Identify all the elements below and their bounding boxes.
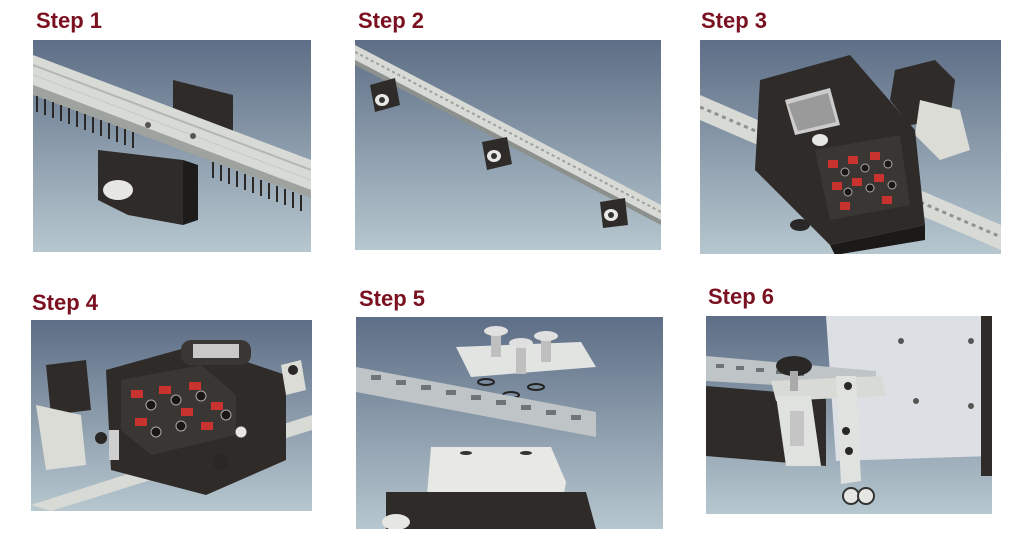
step-3-title: Step 3 [701, 8, 768, 33]
control-panel [121, 365, 236, 455]
rail [33, 55, 311, 190]
step-2-title: Step 2 [358, 8, 425, 33]
step-5-image [356, 317, 663, 529]
side-plate [826, 316, 992, 461]
step-5-title: Step 5 [359, 286, 426, 311]
step-1-image [33, 40, 311, 252]
step-3-image [700, 40, 1001, 254]
rack-teeth [36, 96, 302, 211]
wheel [842, 487, 860, 505]
step-2-image [355, 40, 661, 250]
step-4-image [31, 320, 312, 511]
step-1-title: Step 1 [36, 8, 103, 33]
step-6-image [706, 316, 992, 514]
bolts [484, 326, 558, 374]
clamp-1 [370, 78, 400, 112]
rail [355, 45, 661, 220]
torch-holder [46, 360, 91, 415]
red-displays [131, 382, 223, 430]
wheel [857, 487, 875, 505]
carriage-lower [98, 150, 183, 225]
control-panel [815, 135, 910, 220]
step-4-title: Step 4 [32, 290, 99, 315]
red-displays [828, 152, 892, 210]
display-window [788, 93, 836, 131]
carriage-body [386, 492, 596, 529]
knob-icon [103, 180, 133, 200]
knob-icon [776, 356, 812, 376]
bracket [771, 376, 886, 401]
rail [356, 367, 596, 437]
step-6-title: Step 6 [708, 284, 775, 309]
clamp-2 [482, 137, 512, 170]
clamp-3 [600, 198, 628, 228]
